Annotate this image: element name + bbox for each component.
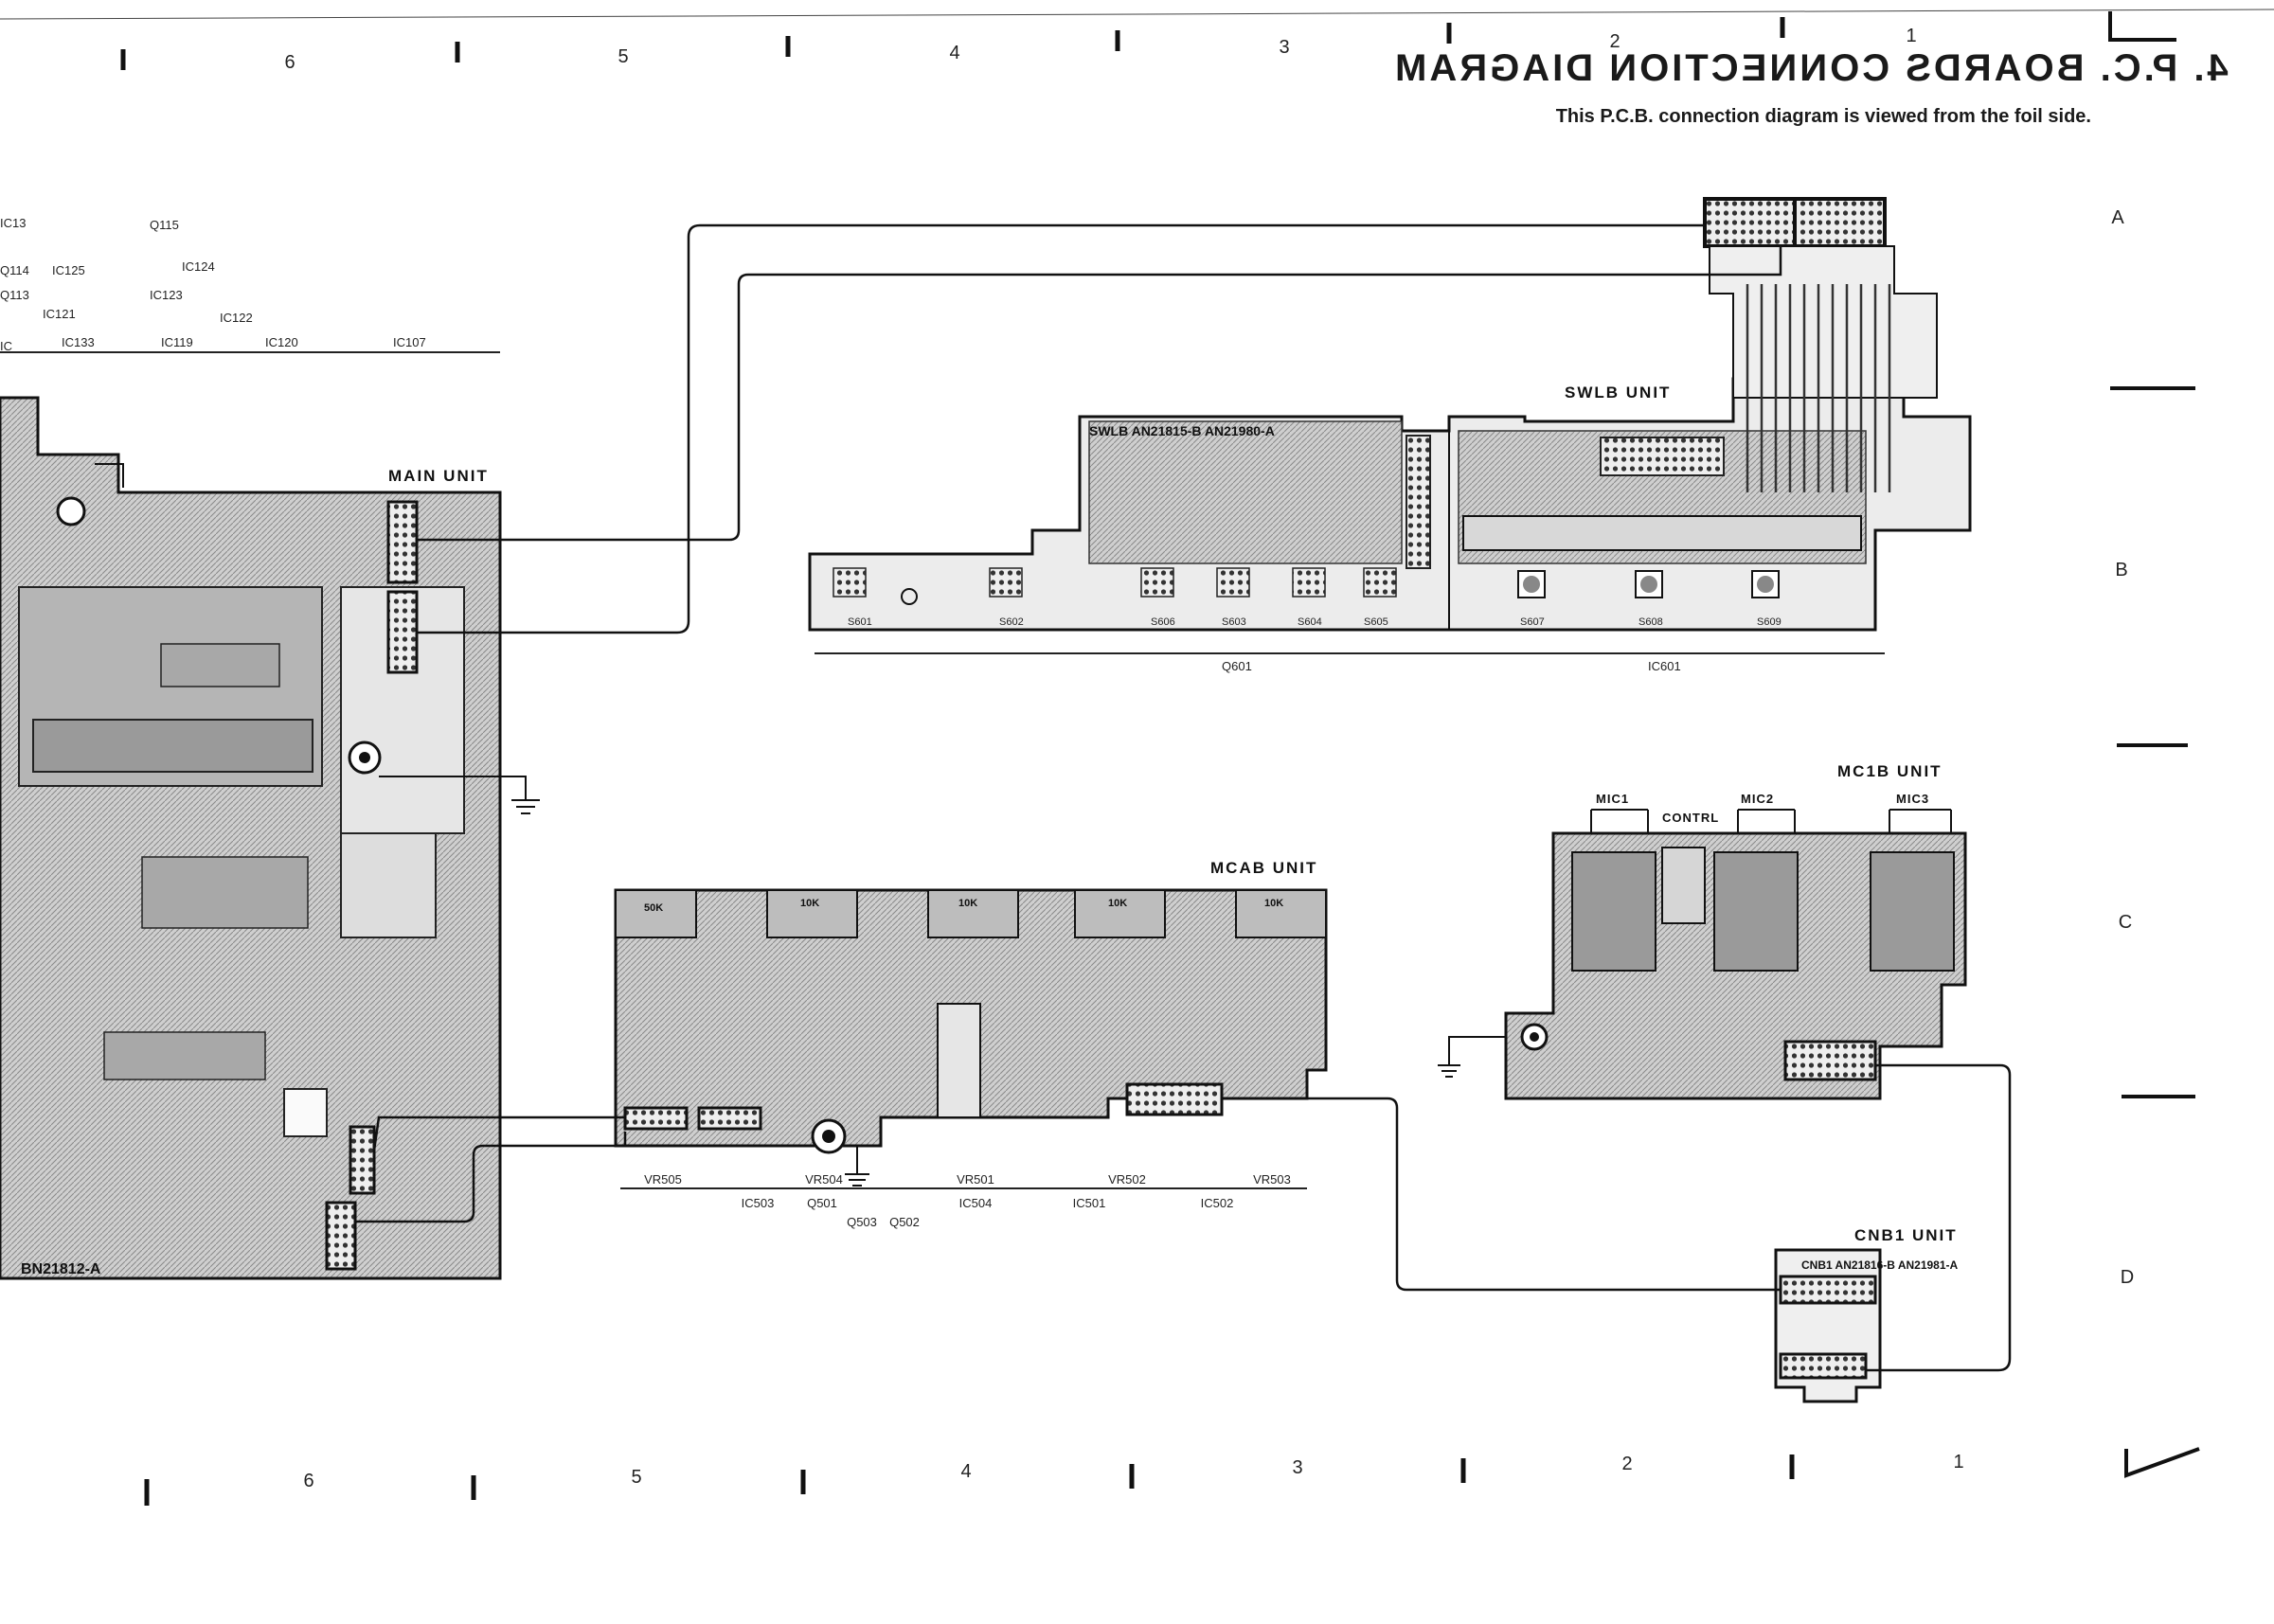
row-label-b: B bbox=[2115, 560, 2127, 580]
col-label-bottom-3: 3 bbox=[1292, 1457, 1302, 1478]
mcab-vr-label: VR501 bbox=[957, 1172, 994, 1187]
ic-label: Q115 bbox=[150, 218, 179, 232]
grid-column-labels-top: 1 2 3 4 5 6 bbox=[284, 26, 1916, 73]
mcab-q-label: Q502 bbox=[889, 1215, 920, 1229]
mcab-vr-label: VR505 bbox=[644, 1172, 682, 1187]
mcab-vr-label: VR502 bbox=[1108, 1172, 1146, 1187]
col-label-bottom-4: 4 bbox=[960, 1461, 971, 1482]
mcab-ic-label: IC504 bbox=[959, 1196, 993, 1210]
col-label-bottom-1: 1 bbox=[1953, 1452, 1963, 1472]
mcab-ic-label: IC501 bbox=[1073, 1196, 1106, 1210]
switch-label: S603 bbox=[1222, 616, 1246, 628]
cnb1-unit-board: CNB1 UNIT CNB1 AN21816-B AN21981-A bbox=[1774, 1226, 1959, 1403]
ic-label: IC107 bbox=[393, 335, 426, 349]
ic-label: IC124 bbox=[182, 259, 215, 274]
switch-label: S602 bbox=[999, 616, 1024, 628]
swlb-board-code: SWLB AN21815-B AN21980-A bbox=[1089, 423, 1275, 438]
mcab-ic-label: Q501 bbox=[807, 1196, 837, 1210]
ic-label: IC133 bbox=[62, 335, 95, 349]
pot-label: 10K bbox=[800, 898, 819, 909]
ic-label: IC125 bbox=[52, 263, 85, 277]
col-label-bottom-5: 5 bbox=[631, 1467, 641, 1488]
main-board-code: BN21812-A bbox=[21, 1261, 101, 1277]
mcab-unit-label: MCAB UNIT bbox=[1210, 859, 1317, 877]
swlb-unit-board: SWLB UNIT SWLB AN21815-B AN21980-A S601 bbox=[808, 197, 1972, 673]
switch-label: S601 bbox=[848, 616, 872, 628]
bottom-grid-ticks bbox=[144, 1454, 1795, 1506]
mic1-jack-label: MIC1 bbox=[1596, 792, 1629, 806]
main-top-ic-labels: IC13 Q115 IC125 Q114 IC124 Q113 IC123 IC… bbox=[0, 216, 426, 353]
switch-label: S607 bbox=[1520, 616, 1545, 628]
ic-label: IC bbox=[0, 339, 12, 353]
mcab-q-label: Q503 bbox=[847, 1215, 877, 1229]
swlb-bottom-label: Q601 bbox=[1222, 659, 1252, 673]
row-label-c: C bbox=[2119, 912, 2132, 933]
main-unit-label: MAIN UNIT bbox=[388, 467, 489, 485]
swlb-bottom-label: IC601 bbox=[1648, 659, 1681, 673]
cnb1-unit-label: CNB1 UNIT bbox=[1854, 1226, 1958, 1244]
col-label-bottom-6: 6 bbox=[303, 1471, 313, 1491]
col-label-top-5: 5 bbox=[618, 46, 628, 67]
ic-label: IC120 bbox=[265, 335, 298, 349]
contrl-jack-label: CONTRL bbox=[1662, 811, 1719, 825]
mcab-ic-label: IC503 bbox=[742, 1196, 775, 1210]
mcab-vr-label: VR504 bbox=[805, 1172, 843, 1187]
pot-label: 10K bbox=[958, 898, 977, 909]
grid-row-labels: A B C D bbox=[2111, 207, 2134, 1288]
mc1b-unit-board: MC1B UNIT MIC1 CONTRL MIC2 MIC3 bbox=[1438, 762, 1967, 1100]
ic-label: Q113 bbox=[0, 288, 29, 302]
ic-label: IC122 bbox=[220, 311, 253, 325]
diagram-subtitle: This P.C.B. connection diagram is viewed… bbox=[1555, 106, 2091, 127]
col-label-top-6: 6 bbox=[284, 52, 295, 73]
switch-label: S606 bbox=[1151, 616, 1175, 628]
row-label-d: D bbox=[2121, 1267, 2134, 1288]
frame-marks bbox=[2108, 11, 2200, 1478]
ic-label: IC121 bbox=[43, 307, 76, 321]
cnb1-board-code: CNB1 AN21816-B AN21981-A bbox=[1801, 1258, 1959, 1272]
ic-label: IC13 bbox=[0, 216, 26, 230]
ic-label: Q114 bbox=[0, 263, 29, 277]
swlb-unit-label: SWLB UNIT bbox=[1565, 384, 1671, 402]
switch-label: S605 bbox=[1364, 616, 1388, 628]
mic3-jack-label: MIC3 bbox=[1896, 792, 1929, 806]
row-label-a: A bbox=[2111, 207, 2124, 228]
interconnect-cables bbox=[355, 223, 2012, 1372]
mcab-vr-label: VR503 bbox=[1253, 1172, 1291, 1187]
grid-column-labels-bottom: 1 2 3 4 5 6 bbox=[303, 1452, 1963, 1491]
top-grid-ticks bbox=[120, 17, 1785, 70]
mcab-ic-label: IC502 bbox=[1201, 1196, 1234, 1210]
switch-label: S609 bbox=[1757, 616, 1782, 628]
col-label-top-4: 4 bbox=[949, 43, 959, 63]
ic-label: IC123 bbox=[150, 288, 183, 302]
col-label-top-1: 1 bbox=[1906, 26, 1916, 46]
frame-top-line bbox=[0, 9, 2274, 20]
switch-label: S608 bbox=[1638, 616, 1663, 628]
mcab-unit-board: MCAB UNIT 50K 10K 10K 10K 10K bbox=[614, 859, 1328, 1229]
col-label-bottom-2: 2 bbox=[1621, 1454, 1632, 1474]
col-label-top-3: 3 bbox=[1279, 37, 1289, 58]
pot-label: 10K bbox=[1264, 898, 1283, 909]
mic2-jack-label: MIC2 bbox=[1741, 792, 1774, 806]
mc1b-unit-label: MC1B UNIT bbox=[1837, 762, 1943, 780]
pot-label: 50K bbox=[644, 902, 663, 914]
pot-label: 10K bbox=[1108, 898, 1127, 909]
col-label-top-2: 2 bbox=[1609, 31, 1620, 52]
main-unit-board: MAIN UNIT BN21812-A bbox=[0, 396, 540, 1280]
ic-label: IC119 bbox=[161, 335, 193, 349]
switch-label: S604 bbox=[1298, 616, 1322, 628]
